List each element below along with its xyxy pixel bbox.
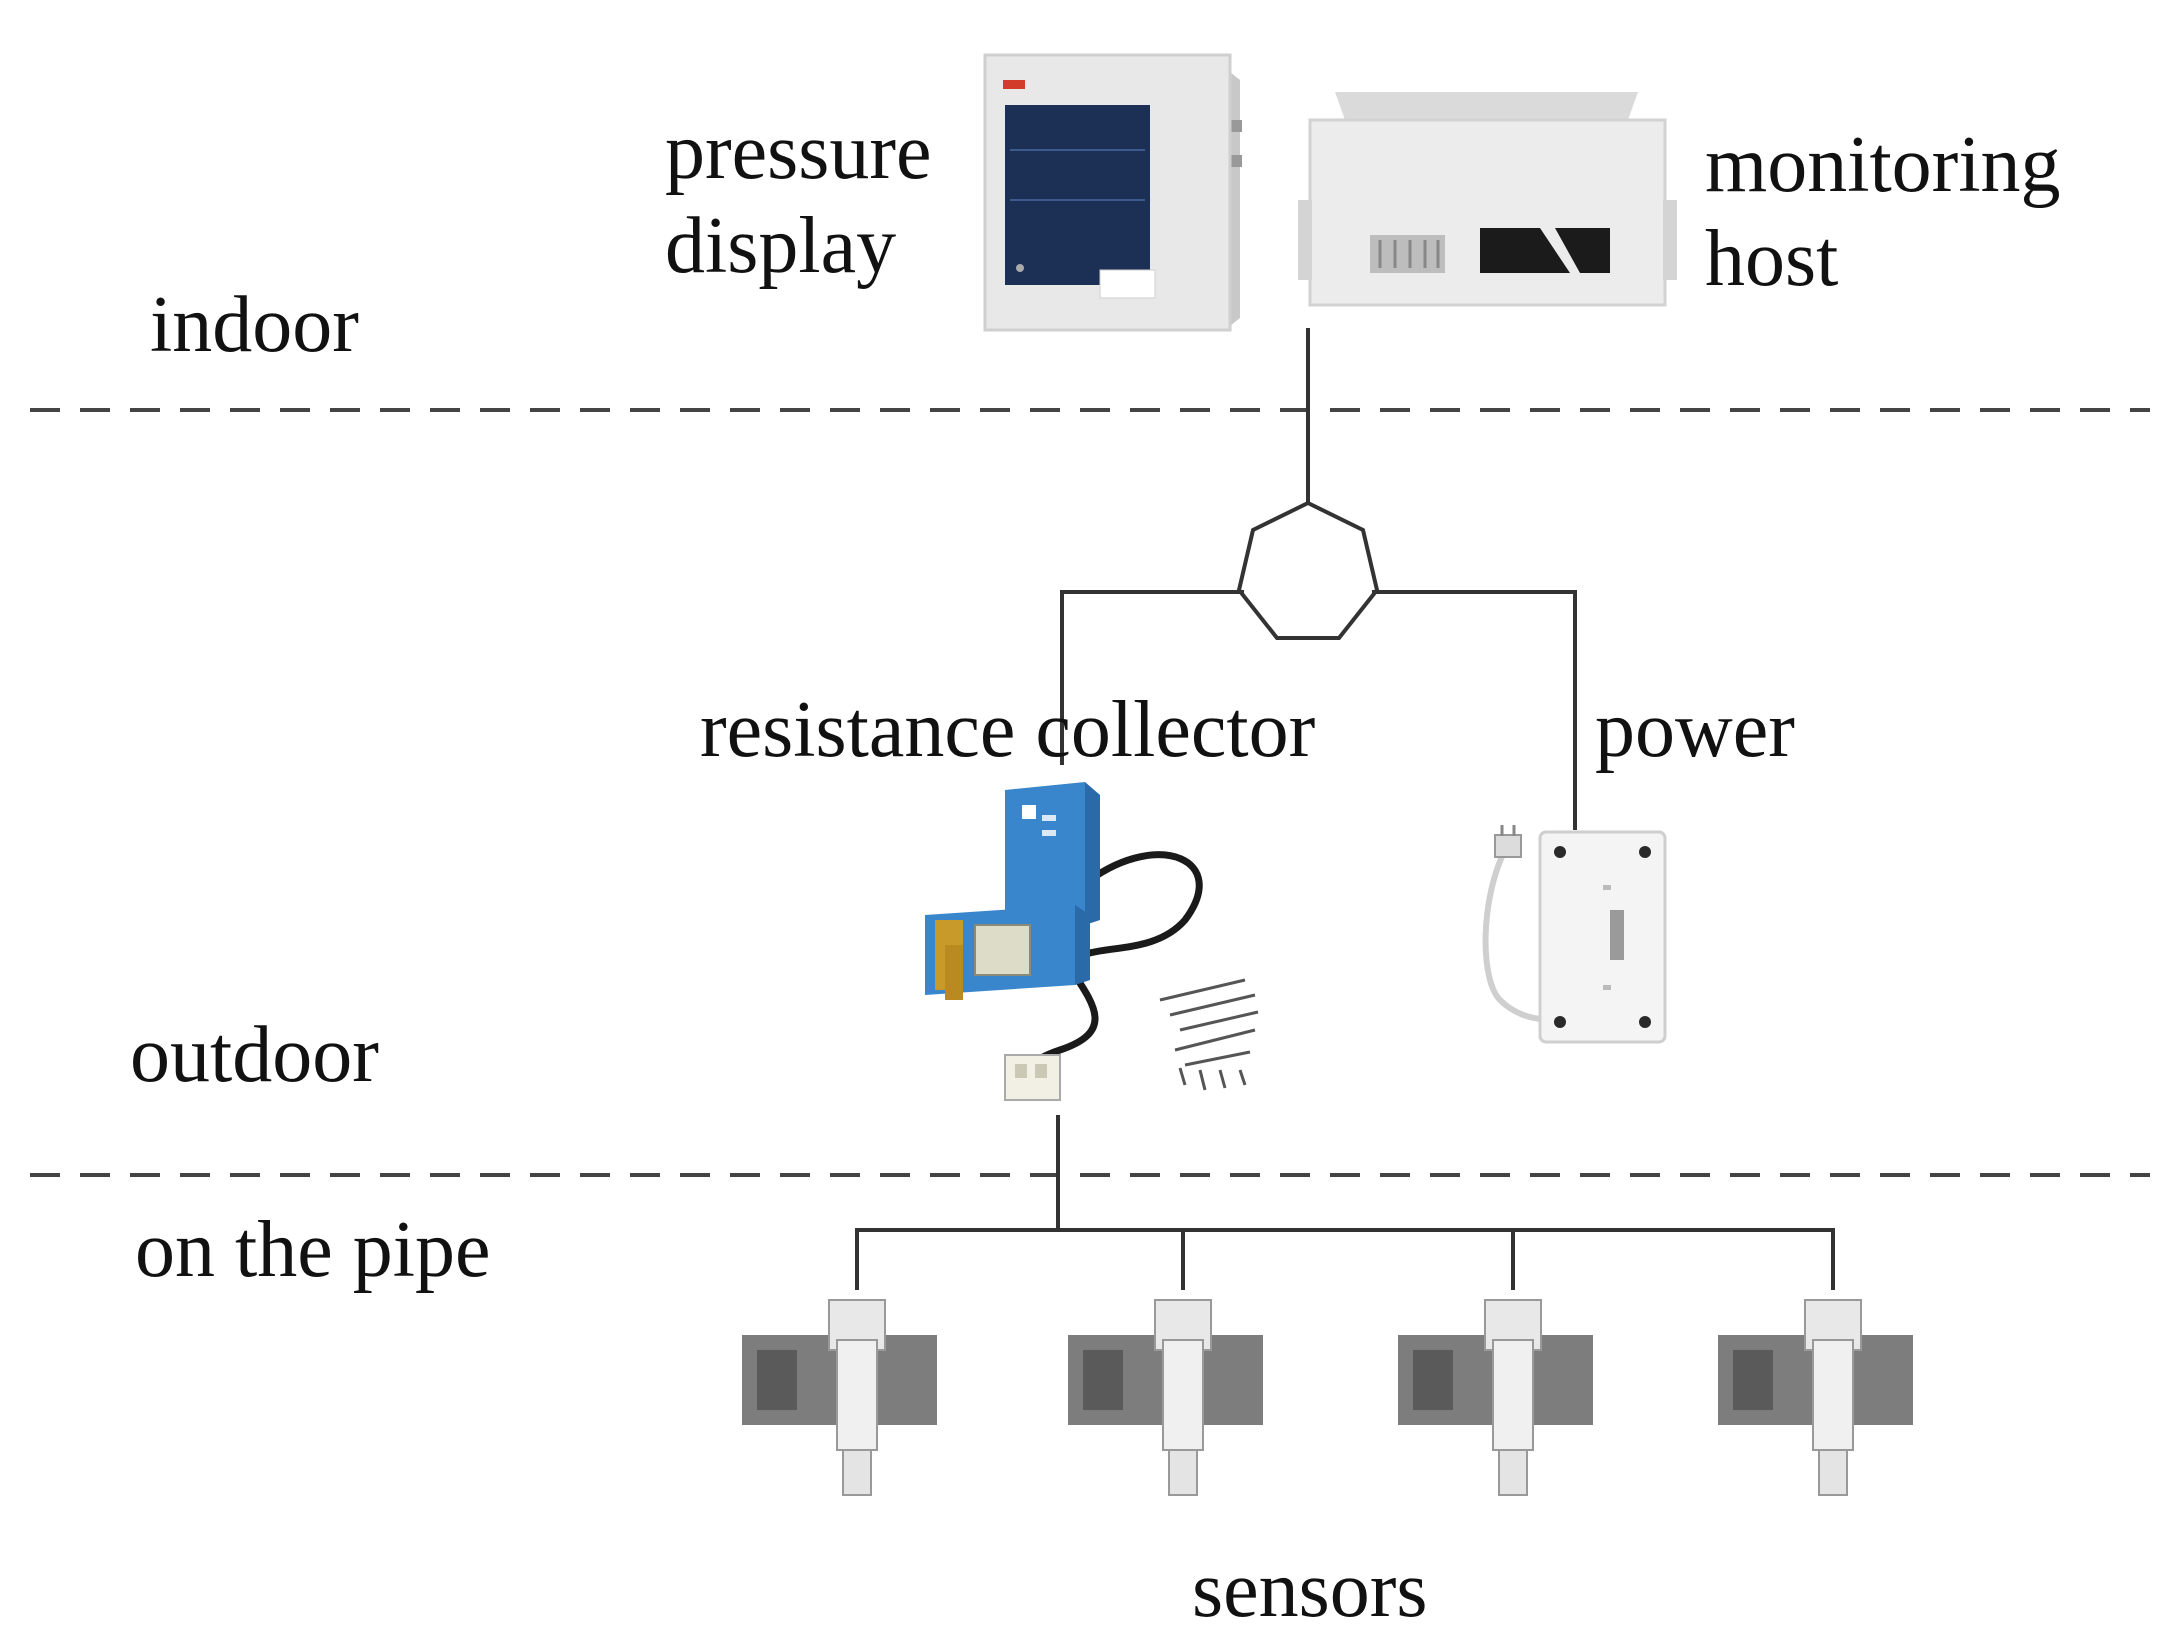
pressure-display-label-line2: display xyxy=(665,202,897,291)
zone-label-on-pipe: on the pipe xyxy=(135,1206,491,1294)
power-adapter-device xyxy=(1482,825,1667,1044)
resistance-collector-label: resistance collector xyxy=(700,686,1316,774)
probe-cables xyxy=(1159,978,1259,1091)
resistance-collector-device xyxy=(925,782,1203,1101)
monitoring-host-device xyxy=(1298,92,1677,307)
monitoring-host-label: monitoring host xyxy=(1705,118,2061,307)
sensor-1 xyxy=(742,1299,937,1496)
hub-to-collector-line xyxy=(1060,590,1244,765)
pressure-display-label-line1: pressure xyxy=(665,108,932,196)
sensor-2 xyxy=(1068,1299,1263,1496)
sensor-3 xyxy=(1398,1299,1593,1496)
monitoring-host-label-line2: host xyxy=(1705,215,1839,304)
pressure-display-label: pressure display xyxy=(665,105,932,294)
monitoring-host-label-line1: monitoring xyxy=(1705,121,2061,209)
sensors-label: sensors xyxy=(1192,1546,1428,1634)
pressure-display-device xyxy=(983,53,1242,332)
network-hub xyxy=(1236,500,1380,640)
power-label: power xyxy=(1595,686,1795,774)
sensor-bus xyxy=(855,1228,1835,1290)
sensor-4 xyxy=(1718,1299,1913,1496)
hub-to-power-line xyxy=(1372,590,1577,830)
zone-label-outdoor: outdoor xyxy=(130,1011,379,1099)
zone-label-indoor: indoor xyxy=(150,281,359,369)
